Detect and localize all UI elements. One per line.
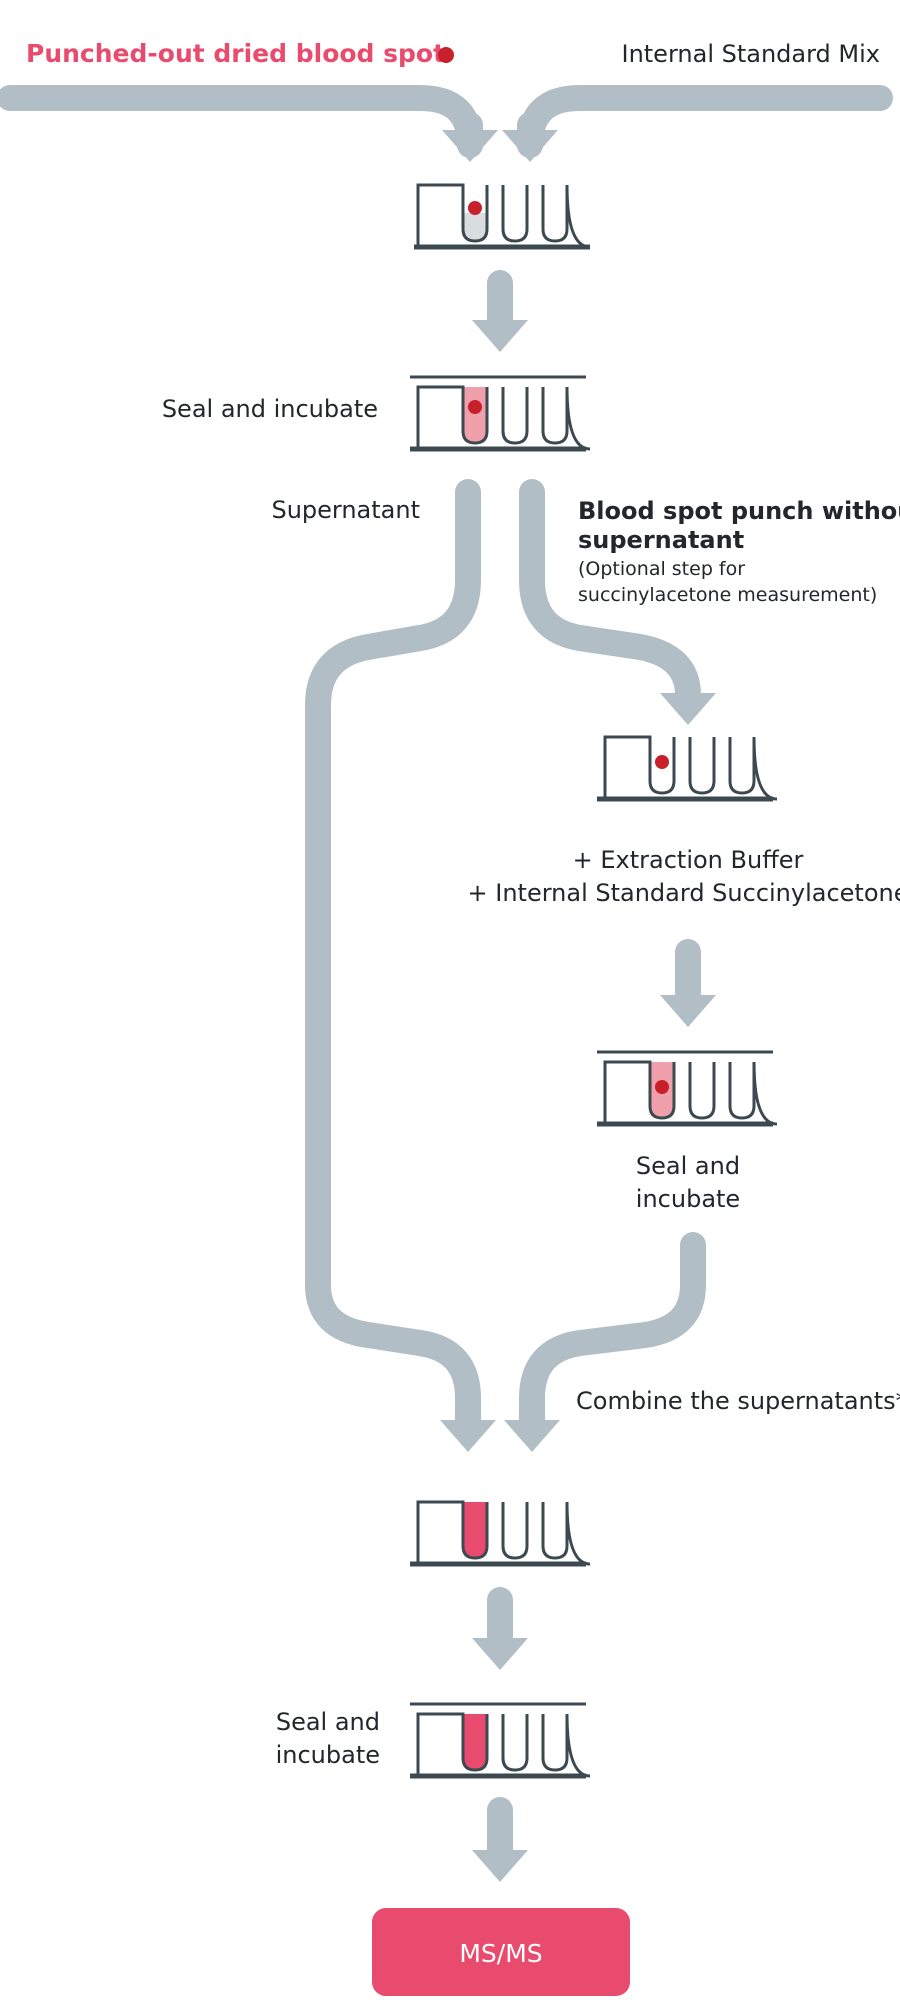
optional-step-line2: succinylacetone measurement) [578,584,877,606]
seal-incubate-bottom-line2: incubate [276,1741,380,1769]
split-right-flow [519,479,716,725]
combine-supernatants-label: Combine the supernatants* [576,1387,900,1415]
input-arrows [0,85,893,162]
seal-incubate-bottom-line1: Seal and [276,1708,380,1736]
arrow-down-1 [472,270,528,352]
plate-combined [410,1500,591,1567]
merge-right-flow [504,1232,706,1452]
blood-spot-icon [655,1080,669,1094]
plate-step-1 [414,183,591,250]
internal-standard-mix-label: Internal Standard Mix [621,40,880,68]
extraction-buffer-label: + Extraction Buffer [573,846,804,874]
plate-step-2-sealed [410,375,591,452]
punch-without-label-line2: supernatant [578,526,744,554]
plate-right-1 [597,735,778,802]
blood-spot-icon [468,201,482,215]
arrow-down-3 [472,1587,528,1670]
ms-ms-box: MS/MS [372,1908,630,1996]
blood-spot-dot-icon [438,47,454,63]
seal-incubate-label-1: Seal and incubate [162,395,378,423]
plate-final-sealed [410,1702,591,1779]
seal-incubate-right-line2: incubate [636,1185,740,1213]
split-left-flow [305,479,496,1452]
punch-without-label-line1: Blood spot punch without [578,497,900,525]
supernatant-label: Supernatant [271,496,420,524]
optional-step-line1: (Optional step for [578,558,745,580]
seal-incubate-right-line1: Seal and [636,1152,740,1180]
internal-standard-succ-label: + Internal Standard Succinylacetone [468,879,900,907]
arrow-down-right [660,939,716,1027]
arrow-down-4 [472,1797,528,1882]
blood-spot-icon [468,400,482,414]
plate-right-2-sealed [597,1050,778,1127]
ms-ms-label: MS/MS [459,1939,542,1968]
blood-spot-icon [655,755,669,769]
dried-blood-spot-label: Punched-out dried blood spot [26,39,445,68]
